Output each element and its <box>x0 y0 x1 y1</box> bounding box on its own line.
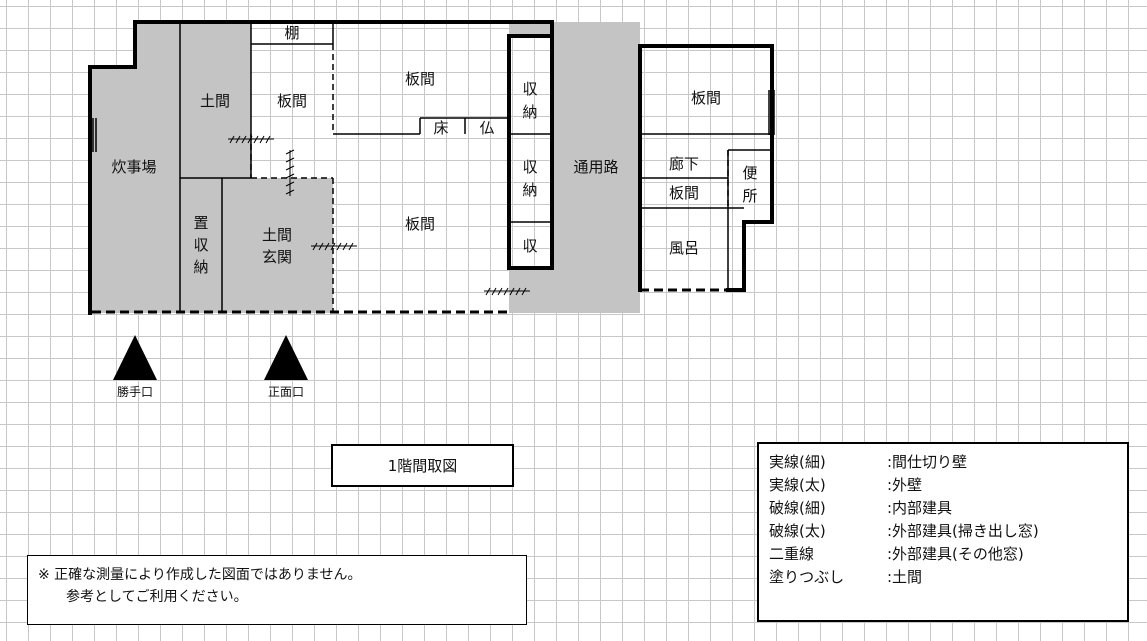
partition-walls <box>179 22 772 313</box>
label-katteguchi: 勝手口 <box>117 384 153 399</box>
interior-doors <box>250 44 729 313</box>
legend-row: 破線(太) :外部建具(掃き出し窓) <box>769 519 1127 542</box>
legend-desc: :外部建具(掃き出し窓) <box>887 522 1039 540</box>
label-roka: 廊下 <box>669 155 699 173</box>
legend-row: 塗りつぶし :土間 <box>769 565 1127 588</box>
label-itama-right: 板間 <box>691 89 721 107</box>
window-double-lines <box>92 90 775 152</box>
label-benjo-a: 便 <box>742 164 757 182</box>
shomenguchi-triangle-icon <box>264 335 308 380</box>
label-furo: 風呂 <box>669 239 699 257</box>
label-doma-genkan-b: 玄関 <box>262 248 292 266</box>
label-okishuno-b: 収 <box>193 236 208 254</box>
label-suijiba: 炊事場 <box>111 158 156 176</box>
legend-term: 実線(細) <box>769 453 826 471</box>
label-butsu: 仏 <box>479 119 494 137</box>
label-itama-left: 板間 <box>277 92 307 110</box>
note-line-2: 参考としてご利用ください。 <box>66 589 248 605</box>
step-hatches <box>228 135 530 296</box>
legend-desc: :内部建具 <box>887 499 953 517</box>
legend-row: 破線(細) :内部建具 <box>769 496 1127 519</box>
plan-title: 1階間取図 <box>331 444 514 487</box>
note-line-1: ※ 正確な測量により作成した図面ではありません。 <box>38 567 362 583</box>
label-shuno3: 収 <box>522 237 537 255</box>
doma-fill-corridor <box>509 22 640 313</box>
legend-desc: :土間 <box>887 568 923 586</box>
legend-term: 破線(細) <box>769 499 826 517</box>
legend-row: 二重線 :外部建具(その他窓) <box>769 542 1127 565</box>
katteguchi-triangle-icon <box>113 335 157 380</box>
entrance-markers: 勝手口 正面口 <box>113 335 308 399</box>
doma-fill-kitchen <box>90 22 251 313</box>
legend-desc: :外壁 <box>887 476 923 494</box>
label-tsuyoro: 通用路 <box>573 158 618 176</box>
room-labels: 炊事場 土間 板間 棚 板間 床 仏 収 納 収 納 収 置 収 納 土間 玄関… <box>111 24 757 276</box>
legend-term: 塗りつぶし <box>769 568 845 586</box>
label-tana: 棚 <box>284 24 299 42</box>
legend-term: 二重線 <box>769 545 815 563</box>
label-shomenguchi: 正面口 <box>268 385 304 399</box>
legend-desc: :間仕切り壁 <box>887 453 968 471</box>
label-doma: 土間 <box>200 92 230 110</box>
label-itama-small: 板間 <box>669 184 699 202</box>
label-doma-genkan-a: 土間 <box>262 226 292 244</box>
label-itama-top: 板間 <box>405 70 435 88</box>
doma-fill-areas <box>90 22 640 313</box>
label-itama-center: 板間 <box>405 215 435 233</box>
legend-row: 実線(太) :外壁 <box>769 473 1127 496</box>
label-okishuno-a: 置 <box>193 214 208 232</box>
doma-fill-genkan <box>222 178 333 313</box>
legend-row: 実線(細) :間仕切り壁 <box>769 450 1127 473</box>
disclaimer-note: ※ 正確な測量により作成した図面ではありません。 参考としてご利用ください。 <box>27 555 527 625</box>
legend-desc: :外部建具(その他窓) <box>887 545 1024 563</box>
legend-term: 実線(太) <box>769 476 826 494</box>
outer-walls <box>88 20 774 315</box>
label-shuno2-b: 納 <box>522 181 537 199</box>
exterior-sliding-doors <box>92 288 728 314</box>
legend-term: 破線(太) <box>769 522 826 540</box>
label-okishuno-c: 納 <box>193 258 208 276</box>
legend: 実線(細) :間仕切り壁 実線(太) :外壁 破線(細) :内部建具 破線(太) :外部… <box>757 442 1129 622</box>
label-toko: 床 <box>433 119 448 137</box>
label-shuno2-a: 収 <box>522 158 537 176</box>
label-shuno1-a: 収 <box>522 80 537 98</box>
label-benjo-b: 所 <box>742 187 757 205</box>
label-shuno1-b: 納 <box>522 103 537 121</box>
